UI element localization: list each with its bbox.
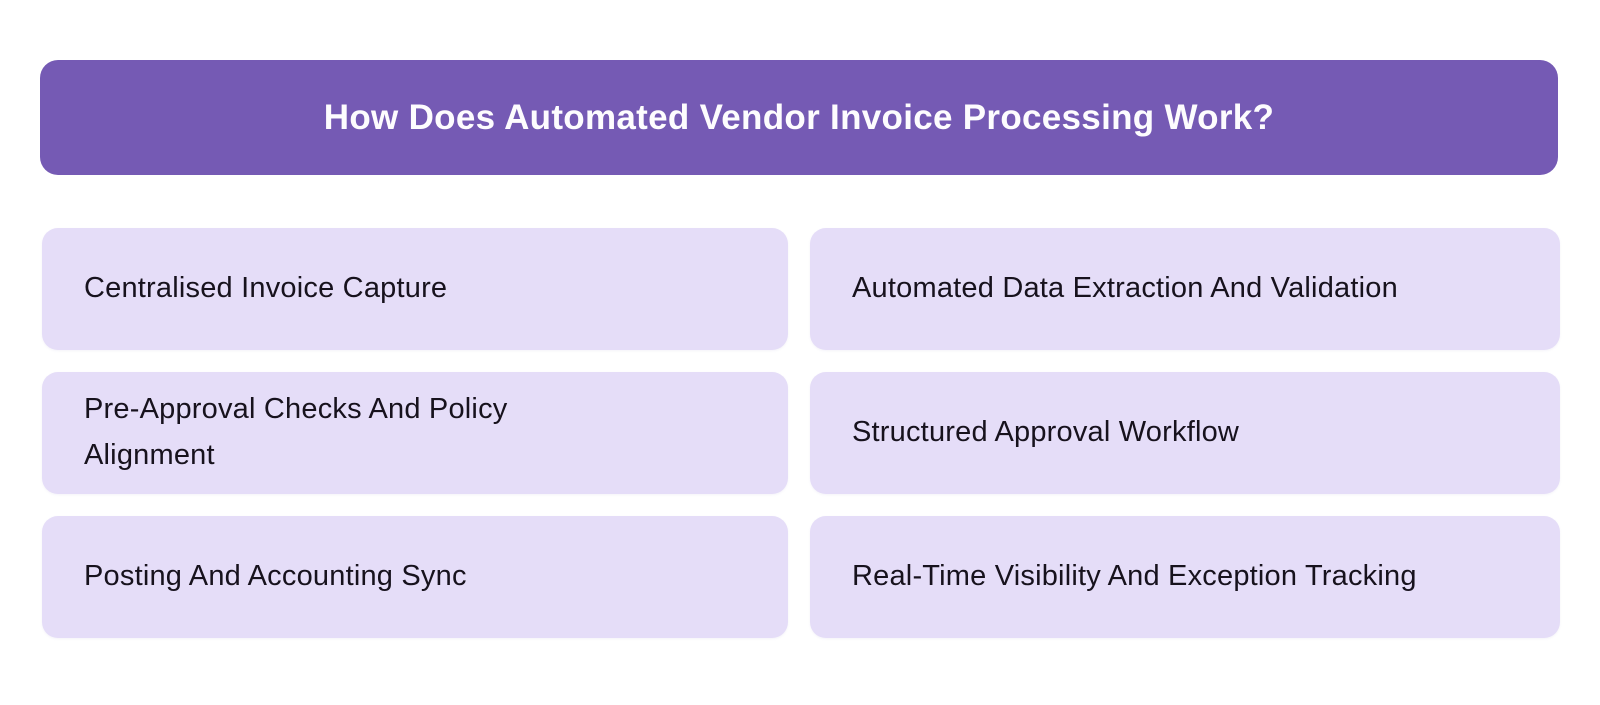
card-label: Centralised Invoice Capture bbox=[84, 272, 448, 305]
card-label: Pre-Approval Checks And Policy Alignment bbox=[84, 393, 508, 471]
card-label: Real-Time Visibility And Exception Track… bbox=[852, 560, 1417, 593]
steps-grid: Centralised Invoice Capture Automated Da… bbox=[42, 228, 1560, 638]
card-label: Automated Data Extraction And Validation bbox=[852, 272, 1398, 305]
card-structured-approval-workflow: Structured Approval Workflow bbox=[810, 372, 1560, 494]
card-real-time-visibility: Real-Time Visibility And Exception Track… bbox=[810, 516, 1560, 638]
card-label: Posting And Accounting Sync bbox=[84, 560, 467, 593]
card-automated-data-extraction: Automated Data Extraction And Validation bbox=[810, 228, 1560, 350]
card-label: Structured Approval Workflow bbox=[852, 416, 1240, 449]
card-centralised-invoice-capture: Centralised Invoice Capture bbox=[42, 228, 788, 350]
card-posting-accounting-sync: Posting And Accounting Sync bbox=[42, 516, 788, 638]
page-title: How Does Automated Vendor Invoice Proces… bbox=[323, 97, 1275, 137]
card-pre-approval-checks: Pre-Approval Checks And Policy Alignment bbox=[42, 372, 788, 494]
header-banner: How Does Automated Vendor Invoice Proces… bbox=[40, 60, 1558, 175]
